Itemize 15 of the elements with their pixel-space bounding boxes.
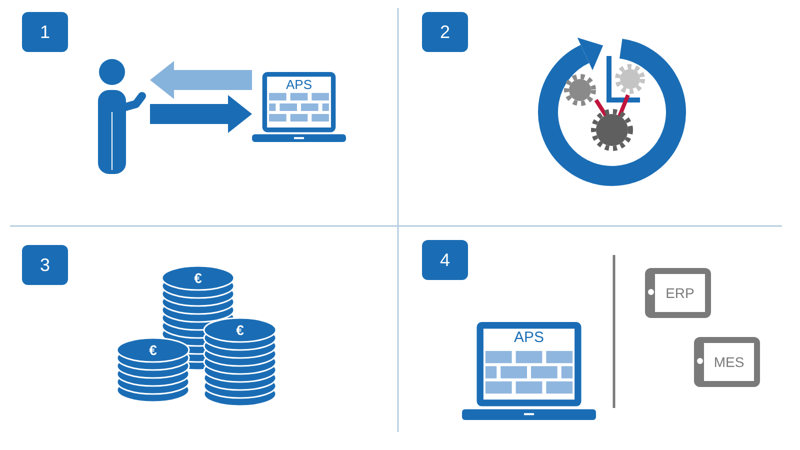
- euro-sign: €: [149, 343, 157, 357]
- screen-label: APS: [284, 78, 313, 91]
- euro-sign: €: [194, 271, 202, 285]
- tablet-icon: [694, 337, 760, 387]
- number-badge: 1: [22, 12, 68, 52]
- number-badge: 3: [22, 245, 68, 285]
- screen-label: MES: [712, 352, 746, 372]
- block-arrow: [150, 61, 252, 99]
- tablet-icon: [645, 268, 711, 318]
- number-badge: 2: [422, 12, 468, 52]
- screen-label: ERP: [664, 284, 696, 302]
- number-badge: 4: [422, 240, 468, 280]
- screen-label: APS: [512, 330, 545, 345]
- block-arrow: [150, 95, 252, 133]
- euro-sign: €: [236, 323, 244, 337]
